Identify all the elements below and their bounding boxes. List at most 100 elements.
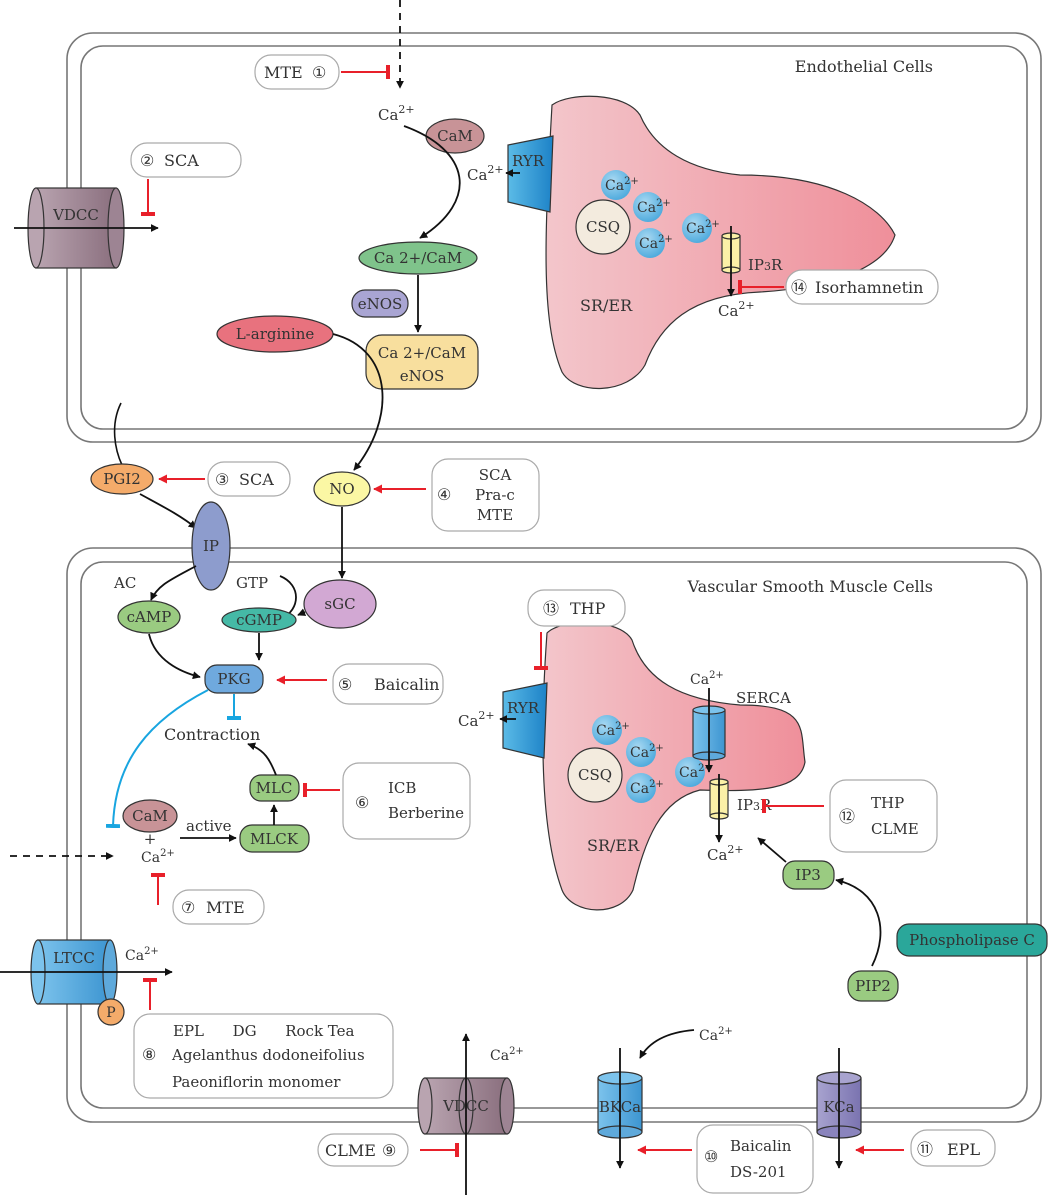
mlc-label: MLC: [256, 779, 293, 797]
drug-4-line-2: Pra-c: [475, 486, 515, 504]
calcium-ion-ryr-top: Ca2+: [467, 163, 504, 184]
drug-10-line-1: Baicalin: [730, 1137, 792, 1155]
calcium-to-bkca-arrow: [639, 1029, 695, 1059]
ip3-to-ip3r-arrow: [757, 837, 787, 863]
pkg-inhibits-calcium: [105, 689, 209, 829]
ca-cam-enos-complex: [365, 334, 479, 390]
drug-6-line-2: Berberine: [388, 804, 464, 822]
drug-6-box: ⑥ ICB Berberine: [342, 762, 471, 840]
pkg-label: PKG: [217, 670, 250, 688]
calcium-ion-cam: Ca2+: [141, 848, 175, 866]
drug-11-number: ⑪: [917, 1140, 933, 1159]
drug-7-box: ⑦ MTE: [172, 889, 265, 925]
drug-14-label: Isorhamnetin: [815, 278, 923, 297]
calcium-ion-vdcc-bottom: Ca2+: [490, 1046, 524, 1064]
drug-2-number: ②: [140, 151, 154, 170]
ca-cam-enos-label-1: Ca 2+/CaM: [378, 344, 466, 362]
csq-top: CSQ: [575, 199, 631, 255]
membrane-to-pgi2-line: [113, 402, 123, 466]
drug-4-number: ④: [437, 485, 451, 504]
drug-8-line-1: EPL DG Rock Tea: [173, 1022, 355, 1040]
drug-13-number: ⑬: [543, 599, 559, 618]
pip2-to-ip3-arrow: [835, 877, 882, 967]
drug-12-line-2: CLME: [871, 820, 919, 838]
drug-4-line-3: MTE: [477, 506, 513, 524]
ip-receptor-label: IP: [203, 537, 219, 555]
drug-8-number: ⑧: [142, 1045, 156, 1064]
drug-6-number: ⑥: [355, 793, 369, 812]
csq-bottom-label: CSQ: [578, 766, 612, 784]
sgc-to-cgmp-arrow: [297, 608, 307, 616]
pip2-label: PIP2: [855, 977, 891, 995]
cam-top-label: CaM: [437, 127, 473, 145]
plus-sign: +: [144, 830, 157, 848]
csq-bottom: CSQ: [567, 747, 623, 803]
drug-8-line-2: Agelanthus dodoneifolius: [171, 1046, 365, 1064]
drug-8-line-3: Paeoniflorin monomer: [172, 1073, 341, 1091]
no: [313, 471, 371, 507]
phospholipase-c-label: Phospholipase C: [909, 931, 1035, 949]
drug-1-label: MTE: [264, 63, 303, 82]
drug-9-box: CLME ⑨: [317, 1133, 409, 1167]
contraction-label: Contraction: [164, 725, 260, 744]
drug-1-box: MTE ①: [254, 54, 340, 90]
drug-3-box: ③ SCA: [207, 461, 291, 497]
pgi2-label: PGI2: [103, 470, 141, 488]
drug-14-box: ⑭ Isorhamnetin: [785, 269, 939, 305]
ip-receptor: [191, 501, 231, 591]
pgi2: [90, 463, 154, 495]
drug-13-label: THP: [570, 599, 606, 618]
mlc: [249, 774, 300, 802]
camp: [117, 600, 181, 634]
calcium-ion-ltcc: Ca2+: [125, 946, 159, 964]
drug-10-box: ⑩ Baicalin DS-201: [696, 1124, 814, 1194]
enos-label: eNOS: [358, 295, 403, 313]
l-arginine-to-no-arrow: [332, 333, 384, 471]
svg-text:Ca2+: Ca2+: [639, 234, 673, 252]
calcium-ion-ip3r-bottom: Ca2+: [707, 843, 744, 864]
cgmp-label: cGMP: [236, 611, 282, 629]
calcium-stores-top: Ca2+ Ca2+ Ca2+ Ca2+: [601, 170, 720, 258]
drug-14-number: ⑭: [791, 278, 807, 297]
ryr-top-label: RYR: [512, 152, 545, 170]
pgi2-to-ip-arrow: [139, 493, 197, 529]
no-label: NO: [329, 480, 354, 498]
phosphate-p-label: P: [106, 1005, 115, 1021]
cam-bottom-label: CaM: [132, 807, 168, 825]
calcium-ion-bkca: Ca2+: [699, 1026, 733, 1044]
svg-text:Ca2+: Ca2+: [630, 779, 664, 797]
cgmp: [221, 607, 297, 633]
ac-label: AC: [113, 574, 136, 592]
drug-5-label: Baicalin: [374, 675, 439, 694]
drug-7-label: MTE: [206, 898, 245, 917]
svg-text:Ca2+: Ca2+: [596, 721, 630, 739]
svg-text:Ca2+: Ca2+: [605, 176, 639, 194]
drug-5-number: ⑤: [338, 675, 352, 694]
sgc: [303, 579, 377, 629]
ip3r-top-label: IP3R: [748, 256, 783, 274]
ip-to-camp-arrow: [150, 565, 197, 601]
drug-12-box: ⑫ THP CLME: [829, 779, 938, 853]
csq-top-label: CSQ: [586, 218, 620, 236]
camp-to-pkg-arrow: [148, 633, 201, 680]
sgc-label: sGC: [324, 595, 355, 613]
ca-cam-complex-label: Ca 2+/CaM: [374, 249, 462, 267]
l-arginine-label: L-arginine: [236, 325, 315, 343]
drug-11-box: ⑪ EPL: [910, 1129, 996, 1167]
svg-text:Ca2+: Ca2+: [637, 198, 671, 216]
ryr-top: RYR: [507, 135, 554, 213]
drug-9-label: CLME: [325, 1141, 376, 1160]
ltcc-label: LTCC: [53, 949, 95, 967]
calcium-ion-serca: Ca2+: [690, 670, 724, 688]
smooth-muscle-cell-membrane: [66, 547, 1042, 1123]
drug-12-line-1: THP: [871, 794, 904, 812]
gtp-label: GTP: [236, 574, 268, 592]
vdcc-top-label: VDCC: [52, 206, 99, 224]
phospholipase-c: [896, 923, 1048, 957]
drug-10-line-2: DS-201: [730, 1163, 787, 1181]
ca-cam-complex: [358, 241, 478, 275]
drug-5-box: ⑤ Baicalin: [332, 663, 444, 705]
ca-cam-enos-label-2: eNOS: [400, 367, 445, 385]
